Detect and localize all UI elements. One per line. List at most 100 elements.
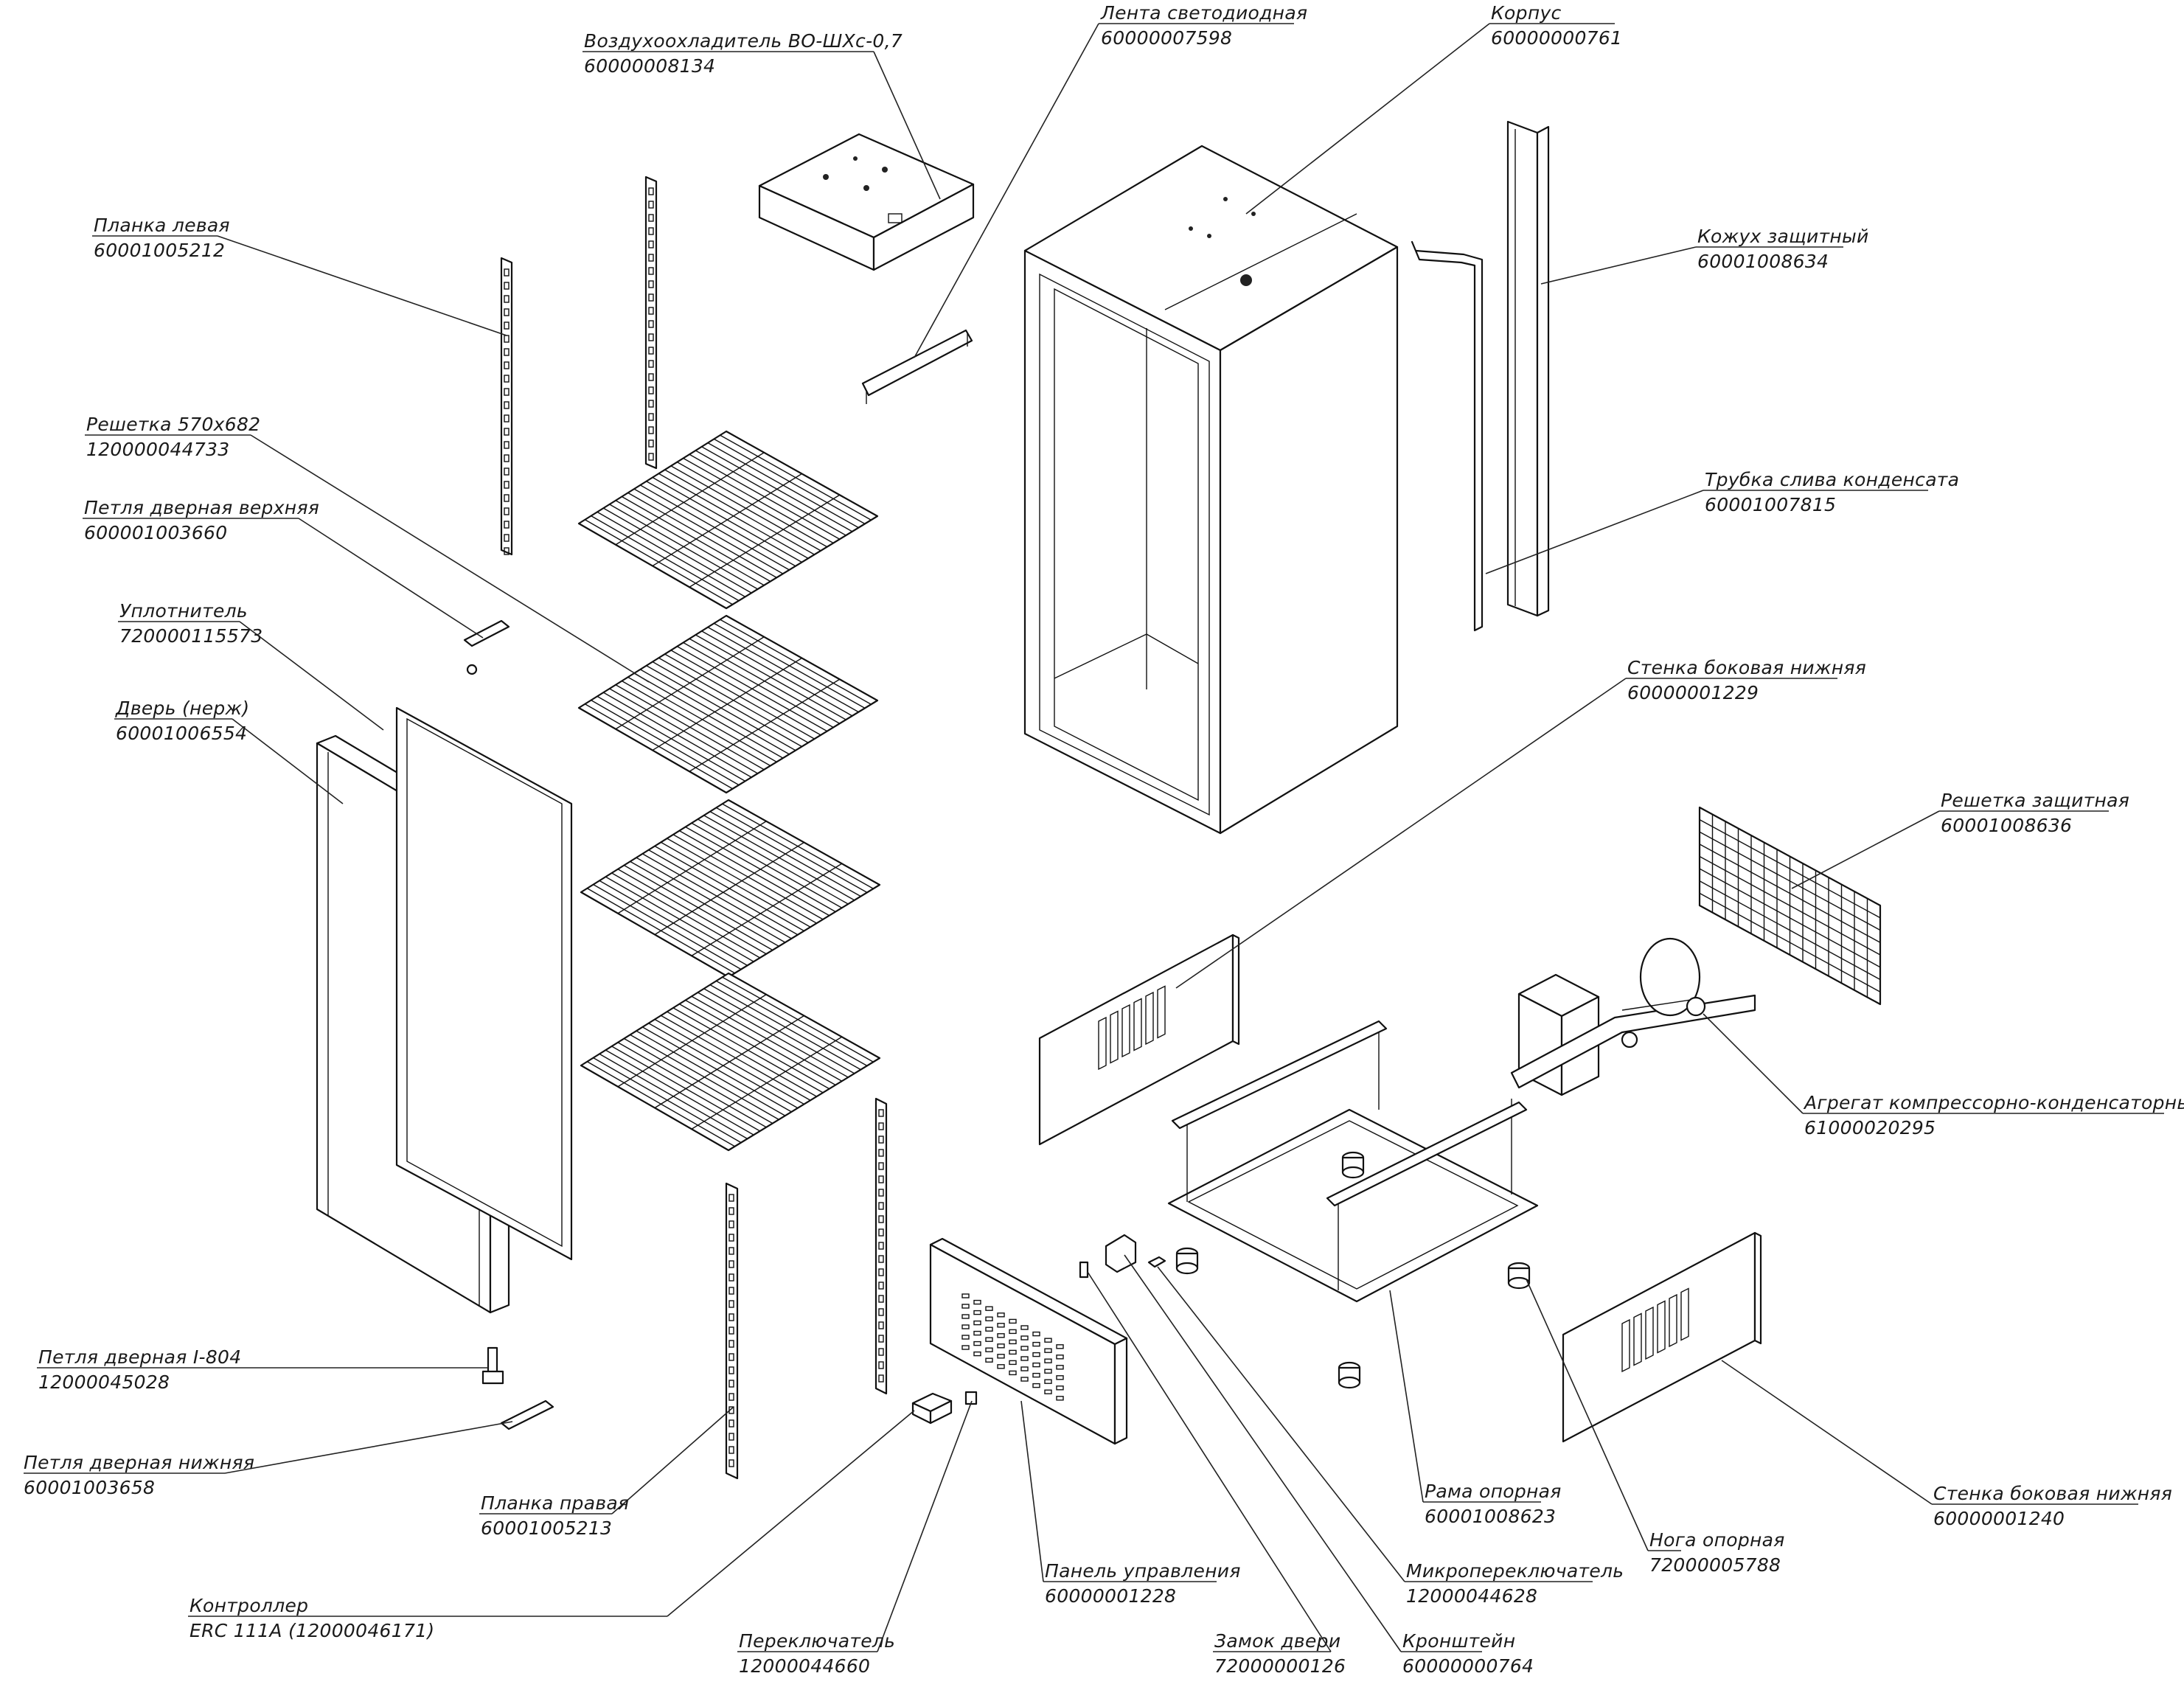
label-left-bar-name: Планка левая (94, 215, 230, 236)
panel-vent-slot (1032, 1362, 1040, 1368)
strip-slot (504, 481, 510, 489)
label-bracket-name: Кронштейн (1402, 1630, 1515, 1652)
panel-vent-slot (985, 1306, 993, 1311)
strip-slot (648, 386, 654, 394)
panel-vent-slot (1032, 1383, 1040, 1388)
panel-vent-slot (961, 1345, 970, 1350)
compressor-unit-part (1510, 937, 1756, 1096)
strip-slot (878, 1255, 884, 1263)
strip-slot (878, 1295, 884, 1303)
mesh-wire (1699, 819, 1881, 919)
label-control-panel-code: 60000001228 (1045, 1585, 1176, 1607)
panel-vent-slot (1009, 1329, 1017, 1335)
strip-slot (728, 1194, 734, 1202)
label-hinge-i804-name: Петля дверная I-804 (38, 1346, 241, 1368)
vent-slot (1645, 1306, 1654, 1360)
label-body-name: Корпус (1491, 2, 1562, 24)
label-switch-name: Переключатель (739, 1630, 895, 1652)
strip-slot (648, 413, 654, 421)
label-drain-tube-code: 60001007815 (1705, 494, 1836, 515)
strip-slot (728, 1353, 734, 1361)
panel-vent-slot (1044, 1369, 1052, 1374)
label-side-wall-lower-1-name: Стенка боковая нижняя (1627, 657, 1866, 678)
panel-vent-slot (1009, 1349, 1017, 1355)
strip-slot (648, 333, 654, 341)
strip-slot (504, 494, 510, 502)
microswitch-part (1147, 1256, 1166, 1268)
support-leg (1175, 1262, 1199, 1275)
strip-slot (728, 1340, 734, 1348)
grate-crossbar (691, 863, 843, 956)
vent-slot (1121, 1004, 1130, 1058)
label-microswitch-name: Микропереключатель (1406, 1560, 1624, 1582)
protective-grate-part (1698, 806, 1882, 1006)
panel-vent-slot (1009, 1360, 1017, 1366)
panel-vent-slot (1056, 1365, 1064, 1370)
strip-slot (878, 1122, 884, 1130)
panel-vent-slot (973, 1330, 981, 1336)
panel-vent-slot (961, 1335, 970, 1340)
grate-crossbar (652, 473, 802, 567)
strip-slot (504, 348, 510, 356)
vent-slot (1110, 1010, 1119, 1064)
label-controller-code: ERC 111A (12000046171) (189, 1620, 434, 1641)
mesh-wire (1699, 831, 1881, 931)
protective-cover-part (1506, 120, 1550, 617)
strip-slot (878, 1374, 884, 1383)
strip-slot (878, 1361, 884, 1369)
vent-slot (1669, 1293, 1677, 1348)
mesh-wire (1699, 892, 1881, 992)
strip-slot (504, 414, 510, 422)
strip-slot (728, 1446, 734, 1454)
label-led-strip-code: 60000007598 (1101, 27, 1232, 49)
strip-slot (648, 187, 654, 195)
strip-slot (648, 240, 654, 248)
strip-slot (878, 1228, 884, 1237)
label-microswitch-code: 12000044628 (1406, 1585, 1537, 1607)
strip-slot (728, 1393, 734, 1401)
strip-slot (878, 1282, 884, 1290)
panel-vent-slot (997, 1354, 1005, 1359)
panel-vent-slot (1044, 1358, 1052, 1363)
strip-slot (728, 1260, 734, 1268)
body-part (1023, 145, 1399, 835)
strip-slot (728, 1300, 734, 1308)
label-right-bar-name: Планка правая (481, 1492, 629, 1514)
support-leg-parts (1175, 1151, 1531, 1389)
panel-vent-slot (1056, 1344, 1064, 1349)
label-door-lock-code: 72000000126 (1214, 1655, 1346, 1677)
bottom-hinge-part (500, 1399, 554, 1430)
label-compressor-unit-name: Агрегат компрессорно-конденсаторный (1803, 1092, 2184, 1113)
panel-vent-slot (997, 1364, 1005, 1369)
mesh-wire (1699, 855, 1881, 956)
top-hinge-part (463, 619, 510, 675)
vent-slot (1680, 1287, 1689, 1341)
strip-slot (728, 1459, 734, 1467)
panel-vent-slot (997, 1333, 1005, 1338)
panel-vent-slot (961, 1293, 970, 1298)
vent-slot (1157, 985, 1166, 1039)
strip-slot (648, 373, 654, 381)
panel-vent-slot (1020, 1366, 1029, 1371)
strip-slot (878, 1335, 884, 1343)
strip-slot (504, 534, 510, 542)
air-cooler-part (758, 133, 975, 271)
strip-slot (878, 1348, 884, 1356)
label-top-hinge-name: Петля дверная верхняя (84, 497, 319, 518)
controller-part (911, 1392, 953, 1425)
strip-slot (648, 214, 654, 222)
grate-crossbar (652, 657, 802, 751)
label-protective-cover-code: 60001008634 (1697, 251, 1829, 272)
strip-slot (648, 280, 654, 288)
label-left-bar-code: 60001005212 (94, 240, 225, 261)
panel-vent-slot (985, 1357, 993, 1363)
strip-slot (878, 1149, 884, 1157)
grate-crossbar (615, 636, 765, 730)
control-panel-part (929, 1237, 1128, 1445)
label-protective-grate-code: 60001008636 (1941, 815, 2072, 836)
strip-slot (504, 295, 510, 303)
panel-vent-slot (1044, 1338, 1052, 1343)
label-drain-tube-name: Трубка слива конденсата (1705, 469, 1959, 490)
strip-slot (878, 1308, 884, 1316)
mesh-wire (1699, 868, 1881, 968)
